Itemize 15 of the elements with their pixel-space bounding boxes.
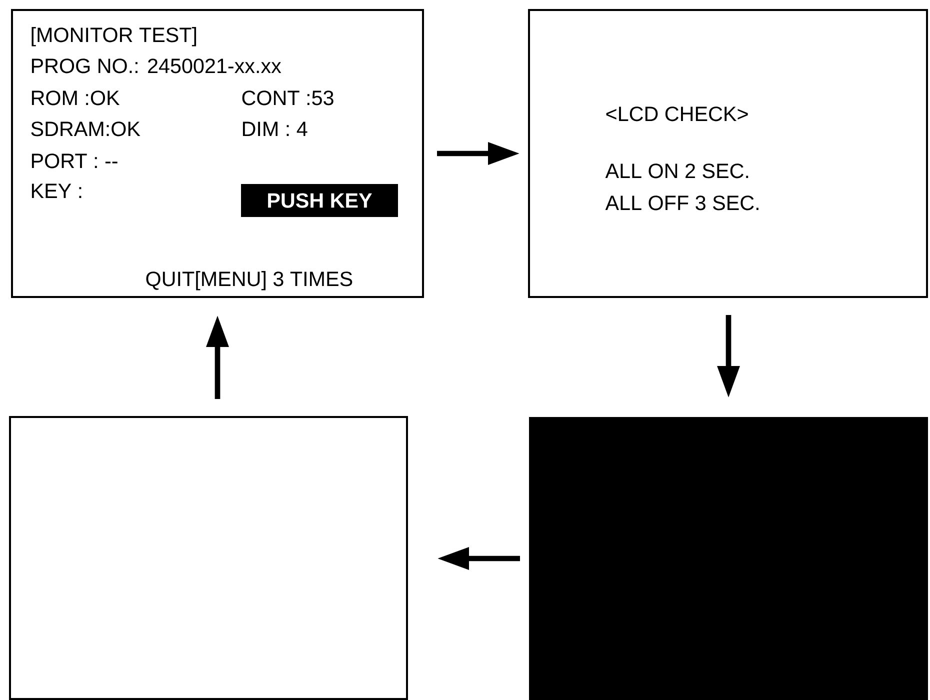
screen-text: <LCD CHECK> [606, 106, 748, 122]
screen-text: DIM : 4 [242, 122, 308, 136]
screen-text: [MONITOR TEST] [32, 27, 196, 46]
screen-text: ALL OFF 3 SEC. [605, 196, 758, 210]
screen-text: ALL ON 2 SEC. [605, 164, 748, 178]
screen-text: CONT :53 [242, 90, 334, 106]
screen-text: PROG NO.: 2450021-xx.xx [32, 58, 282, 74]
screen-text: SDRAM:OK [31, 122, 140, 136]
screen-text: ROM :OK [32, 90, 120, 106]
screen-text: PORT : -- [32, 154, 118, 168]
screen-text: KEY : [32, 184, 82, 198]
screen-text: QUIT[MENU] 3 TIMES [146, 271, 352, 290]
highlighted-label: PUSH KEY [241, 184, 398, 217]
lcd-screen [529, 417, 928, 700]
lcd-screen [9, 416, 408, 700]
